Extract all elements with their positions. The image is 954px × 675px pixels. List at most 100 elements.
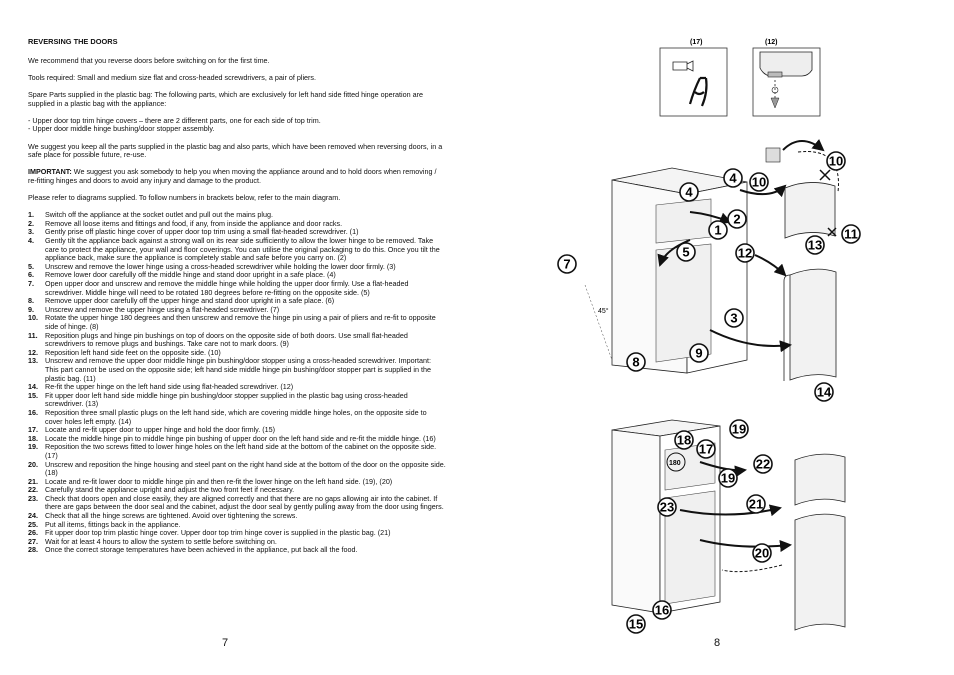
step-text: Wait for at least 4 hours to allow the s… bbox=[45, 536, 277, 546]
step-text: Locate the middle hinge pin to middle hi… bbox=[45, 433, 436, 443]
step-text: Reposition plugs and hinge pin bushings … bbox=[45, 330, 408, 349]
callout-number: 14 bbox=[814, 382, 834, 402]
step-text: Reposition left hand side feet on the op… bbox=[45, 347, 221, 357]
section-title: REVERSING THE DOORS bbox=[28, 37, 118, 46]
callout-number: 17 bbox=[696, 439, 716, 459]
step-item: 9.Unscrew and remove the upper hinge usi… bbox=[28, 304, 446, 315]
callout-label: 11 bbox=[844, 227, 858, 242]
step-item: 16.Reposition three small plastic plugs … bbox=[28, 407, 446, 426]
step-number: 13. bbox=[28, 356, 38, 366]
callout-label: 23 bbox=[660, 500, 674, 515]
step-item: 21.Locate and re-fit lower door to middl… bbox=[28, 476, 446, 487]
callouts: 1234457891010111213141516171819192021222… bbox=[557, 151, 861, 634]
step-number: 4. bbox=[28, 236, 34, 246]
callout-label: 12 bbox=[738, 246, 752, 261]
callout-label: 19 bbox=[732, 422, 746, 437]
cross-icon bbox=[827, 227, 837, 237]
angle-label: 45° bbox=[598, 307, 609, 315]
step-number: 9. bbox=[28, 304, 34, 314]
step-item: 19.Reposition the two screws fitted to l… bbox=[28, 443, 446, 460]
diagram-1: 45° bbox=[584, 139, 839, 381]
page-number-left: 7 bbox=[222, 637, 229, 649]
paragraph-important: IMPORTANT: We suggest you ask somebody t… bbox=[28, 168, 446, 185]
step-number: 10. bbox=[28, 313, 38, 323]
callout-number: 18 bbox=[674, 430, 694, 450]
step-item: 24.Check that all the hinge screws are t… bbox=[28, 511, 446, 521]
paragraph-spare-parts: Spare Parts supplied in the plastic bag:… bbox=[28, 89, 424, 108]
callout-number: 22 bbox=[753, 454, 773, 474]
step-text: Check that doors open and close easily, … bbox=[45, 493, 444, 512]
callout-number: 23 bbox=[657, 497, 677, 517]
paragraph-tools: Tools required: Small and medium size fl… bbox=[28, 72, 317, 82]
step-text: Unscrew and remove the upper door middle… bbox=[45, 356, 431, 383]
hinge-bracket-icon bbox=[759, 51, 813, 77]
step-item: 1.Switch off the appliance at the socket… bbox=[28, 210, 446, 220]
step-text: Open upper door and unscrew and remove t… bbox=[45, 279, 409, 297]
step-item: 13. Unscrew and remove the upper door mid… bbox=[28, 357, 446, 383]
step-number: 23. bbox=[28, 493, 38, 503]
step-number: 17. bbox=[28, 425, 38, 435]
rotation-label: 180 bbox=[669, 460, 681, 467]
callout-number: 9 bbox=[689, 343, 709, 363]
step-text: Fit upper door top trim plastic hinge co… bbox=[45, 528, 391, 538]
step-number: 8. bbox=[28, 296, 34, 306]
step-text: Carefully stand the appliance upright an… bbox=[45, 485, 295, 495]
callout-label: 4 bbox=[685, 185, 693, 200]
step-item: 8.Remove upper door carefully off the up… bbox=[28, 296, 446, 306]
inset-upper-hinge: (12) bbox=[752, 39, 821, 117]
callout-number: 4 bbox=[723, 168, 743, 188]
step-item: 3.Gently prise off plastic hinge cover o… bbox=[28, 228, 446, 237]
callout-number: 2 bbox=[727, 209, 747, 229]
step-number: 20. bbox=[28, 459, 38, 469]
step-item: 20.Unscrew and reposition the hinge hous… bbox=[28, 459, 446, 478]
pliers-icon bbox=[688, 76, 708, 107]
step-text: Unscrew and remove the lower hinge using… bbox=[45, 261, 396, 271]
spare-part-item: - Upper door middle hinge bushing/door s… bbox=[28, 124, 215, 134]
callout-label: 13 bbox=[808, 238, 822, 253]
step-number: 22. bbox=[28, 485, 38, 495]
step-text: Remove all loose items and fittings and … bbox=[45, 218, 343, 228]
page-number-right: 8 bbox=[714, 637, 721, 649]
hinge-icon bbox=[672, 60, 694, 72]
callout-label: 20 bbox=[755, 546, 769, 561]
step-number: 27. bbox=[28, 536, 38, 546]
step-text: Locate and re-fit lower door to middle h… bbox=[45, 476, 393, 486]
callout-label: 5 bbox=[682, 245, 689, 260]
step-text: Reposition the two screws fitted to lowe… bbox=[45, 442, 437, 460]
callout-number: 10 bbox=[749, 172, 769, 192]
callout-number: 10 bbox=[826, 151, 846, 171]
step-number: 15. bbox=[28, 390, 38, 400]
callout-number: 13 bbox=[805, 235, 825, 255]
callout-label: 4 bbox=[729, 171, 737, 186]
cross-icon bbox=[819, 169, 831, 181]
step-item: 15.Fit upper door left hand side middle … bbox=[28, 390, 446, 409]
step-text: Locate and re-fit upper door to upper hi… bbox=[45, 425, 276, 435]
callout-label: 1 bbox=[714, 223, 721, 238]
diagram-2: 180 bbox=[611, 419, 846, 631]
callout-label: 15 bbox=[629, 617, 643, 632]
callout-number: 21 bbox=[746, 494, 766, 514]
step-item: 22. Carefully stand the appliance upright… bbox=[28, 485, 446, 495]
paragraph-refer: Please refer to diagrams supplied. To fo… bbox=[28, 193, 341, 203]
step-number: 16. bbox=[28, 407, 38, 417]
callout-number: 5 bbox=[676, 242, 696, 262]
upper-door bbox=[794, 453, 846, 506]
callout-label: 8 bbox=[632, 355, 639, 370]
step-number: 12. bbox=[28, 347, 38, 357]
callout-number: 8 bbox=[626, 352, 646, 372]
step-number: 24. bbox=[28, 511, 38, 521]
callout-number: 3 bbox=[724, 308, 744, 328]
step-number: 6. bbox=[28, 270, 34, 280]
step-text: Remove lower door carefully off the midd… bbox=[45, 270, 336, 280]
step-text: Re-fit the upper hinge on the left hand … bbox=[45, 382, 294, 392]
step-number: 7. bbox=[28, 279, 34, 289]
callout-number: 12 bbox=[735, 243, 755, 263]
instructions-column: REVERSING THE DOORS We recommend that yo… bbox=[28, 37, 446, 555]
step-item: 18.Locate the middle hinge pin to middle… bbox=[28, 433, 446, 444]
screw-icon bbox=[770, 97, 780, 109]
step-item: 27. Wait for at least 4 hours to allow th… bbox=[28, 536, 446, 547]
callout-label: 22 bbox=[756, 457, 770, 472]
step-item: 7. Open upper door and unscrew and remove… bbox=[28, 279, 446, 297]
step-number: 3. bbox=[28, 227, 34, 237]
inset-pliers: (17) bbox=[659, 39, 728, 117]
